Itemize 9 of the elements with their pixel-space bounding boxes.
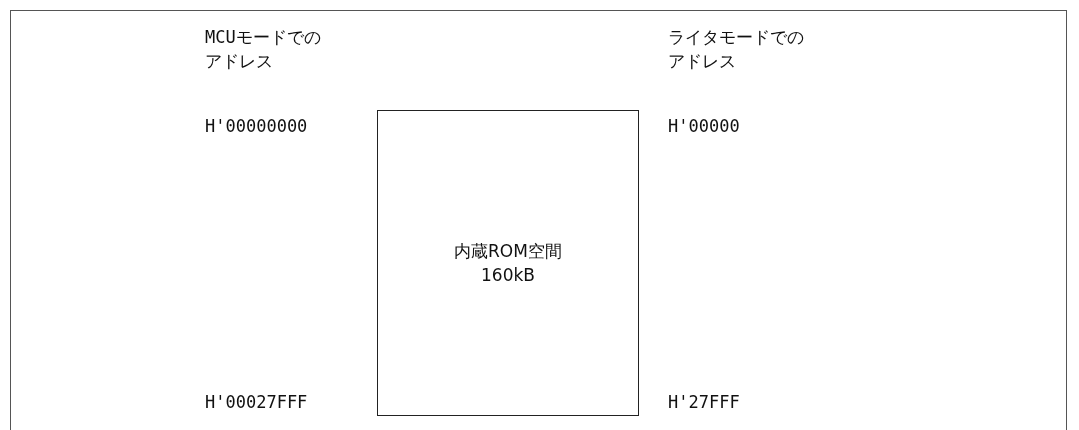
block-name: 内蔵ROM空間 [454,240,562,263]
address-label: H'00027FFF [205,391,308,414]
memory-block [377,110,639,416]
block-size: 160kB [481,264,535,287]
address-label: H'00000000 [205,115,308,138]
column-heading: MCUモードでのアドレス [205,26,322,73]
address-label: H'27FFF [668,391,740,414]
address-label: H'00000 [668,115,740,138]
column-heading: ライタモードでのアドレス [668,26,805,73]
